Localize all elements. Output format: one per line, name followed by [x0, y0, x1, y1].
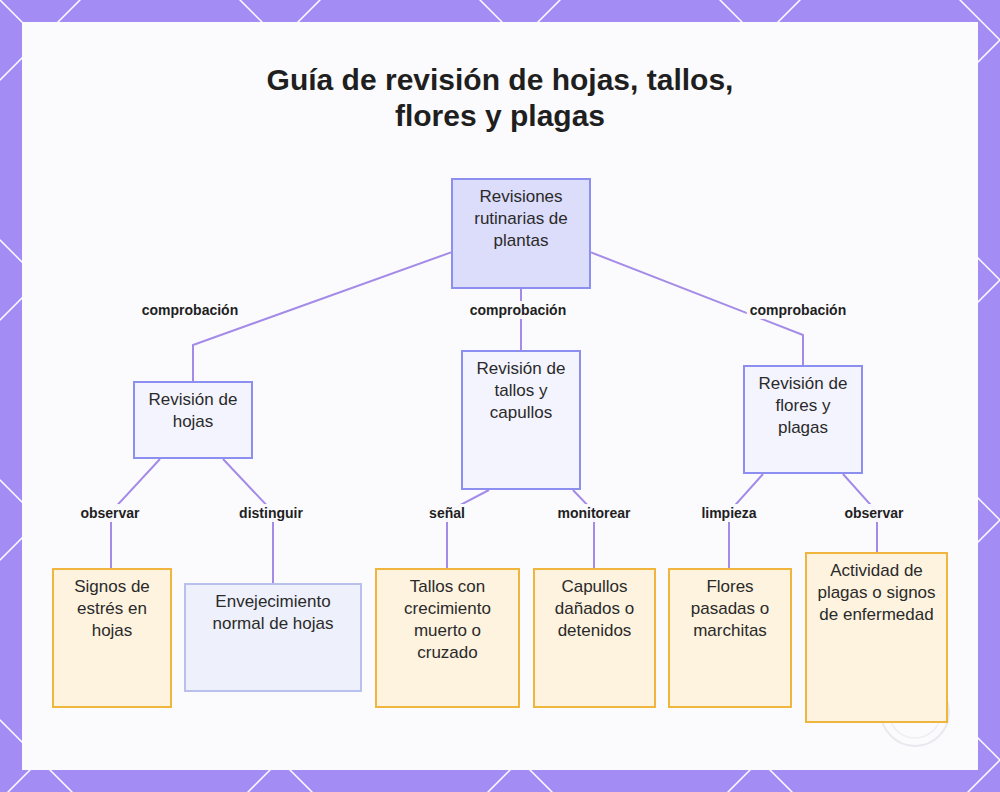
detail-box: Signos de estrés en hojas	[52, 568, 172, 708]
detail-box: Tallos con crecimiento muerto o cruzado	[375, 568, 520, 708]
node-text: Capullos dañados o detenidos	[543, 576, 646, 642]
detail-box: Envejecimiento normal de hojas	[184, 583, 362, 692]
edge-label: comprobación	[747, 301, 849, 319]
node-text: Tallos con crecimiento muerto o cruzado	[385, 576, 510, 664]
node-text: Signos de estrés en hojas	[62, 576, 162, 642]
detail-box: Actividad de plagas o signos de enfermed…	[805, 552, 948, 723]
category-box: Revisión de tallos y capullos	[461, 350, 581, 490]
connector-line	[520, 289, 522, 350]
node-text: Flores pasadas o marchitas	[678, 576, 782, 642]
root-box: Revisiones rutinarias de plantas	[451, 178, 591, 289]
edge-label: observar	[77, 504, 142, 522]
edge-label: limpieza	[698, 504, 759, 522]
diagram-title: Guía de revisión de hojas, tallos, flore…	[230, 62, 770, 134]
node-text: Revisiones rutinarias de plantas	[461, 186, 581, 252]
node-text: Actividad de plagas o signos de enfermed…	[815, 560, 938, 626]
node-text: Envejecimiento normal de hojas	[194, 591, 352, 635]
category-box: Revisión de flores y plagas	[743, 365, 863, 474]
edge-label: observar	[841, 504, 906, 522]
edge-label: distinguir	[236, 504, 306, 522]
connector-line	[447, 490, 489, 568]
node-text: Revisión de hojas	[143, 389, 243, 433]
edge-label: monitorear	[554, 504, 633, 522]
node-text: Revisión de tallos y capullos	[471, 358, 571, 424]
node-text: Revisión de flores y plagas	[753, 373, 853, 439]
detail-box: Flores pasadas o marchitas	[668, 568, 792, 708]
category-box: Revisión de hojas	[133, 381, 253, 459]
edge-label: comprobación	[467, 301, 569, 319]
connector-line	[573, 490, 594, 568]
detail-box: Capullos dañados o detenidos	[533, 568, 656, 708]
edge-label: señal	[426, 504, 468, 522]
edge-label: comprobación	[139, 301, 241, 319]
